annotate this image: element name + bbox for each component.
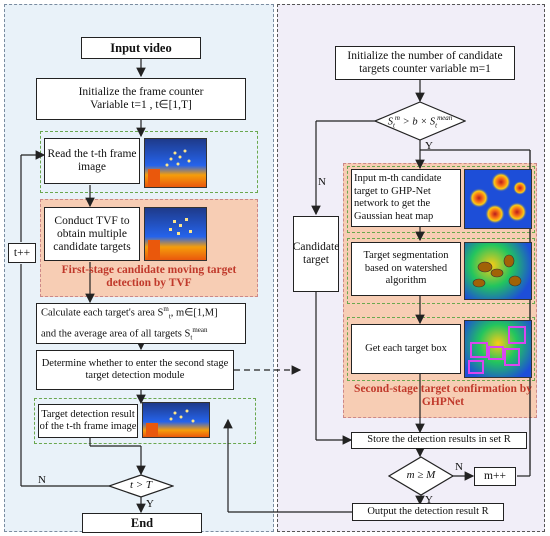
heatmap-blobs-icon (469, 172, 527, 224)
condition-sub2: t (435, 121, 438, 130)
target-box-box: Get each target box (351, 324, 461, 374)
determine-box: Determine whether to enter the second st… (36, 350, 234, 390)
read-frame-box: Read the t-th frame image (44, 138, 140, 184)
left-n-label: N (38, 474, 46, 486)
stage2-caption: Second-stage target confirmation by GHPN… (354, 383, 532, 408)
condition-label: Stm > b × Stmean (374, 114, 466, 130)
candidate-target-box: Candidate target (293, 216, 339, 292)
result-box: Target detection result of the t-th fram… (38, 404, 138, 438)
left-y-label: Y (146, 498, 154, 510)
decision-t-diamond (108, 474, 174, 498)
decision-m-label: m ≥ M (406, 469, 436, 481)
condition-diamond (374, 101, 466, 141)
store-results-box: Store the detection results in set R (351, 432, 527, 449)
gaussian-box: Input m-th candidate target to GHP-Net n… (351, 169, 461, 227)
frame-thumbnail (144, 138, 207, 188)
init-counter-line2: Variable t=1 , t∈[1,T] (90, 99, 192, 111)
t-increment-box: t++ (8, 243, 36, 263)
calc-line1-range: , m∈[1,M] (170, 307, 218, 319)
gaussian-group (347, 166, 535, 233)
decision-t-label: t > T (129, 479, 153, 491)
read-frame-group (40, 131, 258, 193)
init-candidates-box: Initialize the number of candidate targe… (335, 46, 515, 80)
stage1-caption: First-stage candidate moving target dete… (61, 264, 237, 289)
tvf-box: Conduct TVF to obtain multiple candidate… (44, 207, 140, 261)
calc-line2-sub: t (190, 333, 193, 342)
calc-line2: and the average area of all targets Stme… (41, 324, 207, 344)
right-n-label-1: N (318, 176, 326, 188)
output-box: Output the detection result R (352, 503, 504, 521)
calc-line1-sup: m (163, 305, 169, 314)
calc-area-box: Calculate each target's area Smt, m∈[1,M… (36, 303, 246, 344)
calc-line1-text: Calculate each target's area S (41, 307, 164, 319)
calc-line2-text: and the average area of all targets S (41, 328, 191, 339)
watershed-group (347, 238, 535, 304)
condition-sub: t (392, 121, 395, 130)
targetbox-group (347, 317, 535, 381)
m-increment-box: m++ (474, 467, 516, 486)
watershed-box: Target segmentation based on watershed a… (351, 242, 461, 296)
bounding-boxes-icon (468, 326, 526, 374)
right-n-label-2: N (455, 461, 463, 473)
tvf-thumbnail (144, 207, 207, 261)
frame-dots-icon (148, 149, 191, 187)
condition-mid: > b × S (399, 116, 436, 128)
segmentation-icon (472, 254, 522, 288)
init-frame-counter-box: Initialize the frame counter Variable t=… (36, 78, 246, 120)
tvf-dots-icon (148, 218, 192, 260)
input-video-box: Input video (81, 37, 201, 59)
calc-line1: Calculate each target's area Smt, m∈[1,M… (41, 303, 218, 323)
calc-line2-sup: mean (192, 325, 208, 334)
condition-s: S (387, 116, 393, 128)
right-y-label-1: Y (425, 140, 433, 152)
right-y-label-2: Y (425, 494, 433, 506)
watershed-image (464, 242, 532, 300)
target-box-image (464, 320, 532, 378)
init-counter-line1: Initialize the frame counter (78, 86, 204, 98)
decision-m-diamond (388, 456, 454, 496)
condition-sup2: mean (437, 114, 453, 122)
condition-sup: m (394, 114, 400, 122)
result-dots-icon (146, 409, 195, 437)
result-thumbnail (142, 402, 210, 438)
calc-line1-sub: t (168, 313, 171, 321)
gaussian-heatmap (464, 169, 532, 229)
end-box: End (82, 513, 202, 533)
